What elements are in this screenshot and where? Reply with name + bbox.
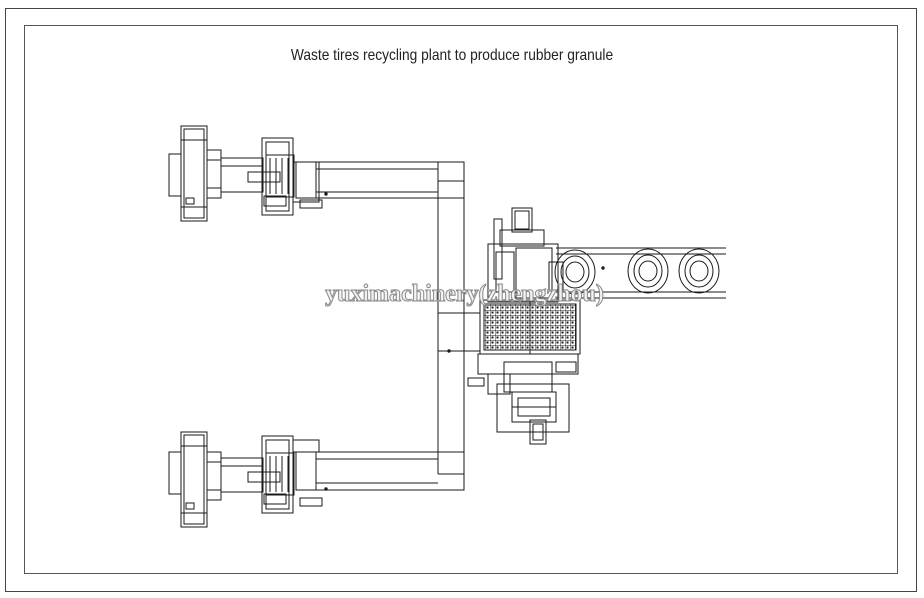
crusher-unit (467, 207, 581, 445)
watermark: yuximachinery(zhengzhou) (325, 281, 605, 308)
motor-top (247, 137, 323, 216)
inner-border (24, 25, 898, 574)
tire-1 (554, 249, 596, 295)
drawing-title: Waste tires recycling plant to produce r… (290, 47, 614, 64)
tire-3 (678, 248, 720, 294)
motor-bottom (247, 435, 323, 514)
shredder-top (168, 125, 264, 222)
conveyor-top (295, 161, 465, 199)
outer-border (5, 8, 917, 592)
conveyor-bottom (295, 451, 465, 491)
tire-2 (627, 248, 669, 294)
shredder-bottom (168, 431, 264, 528)
return-conveyor (437, 162, 481, 490)
